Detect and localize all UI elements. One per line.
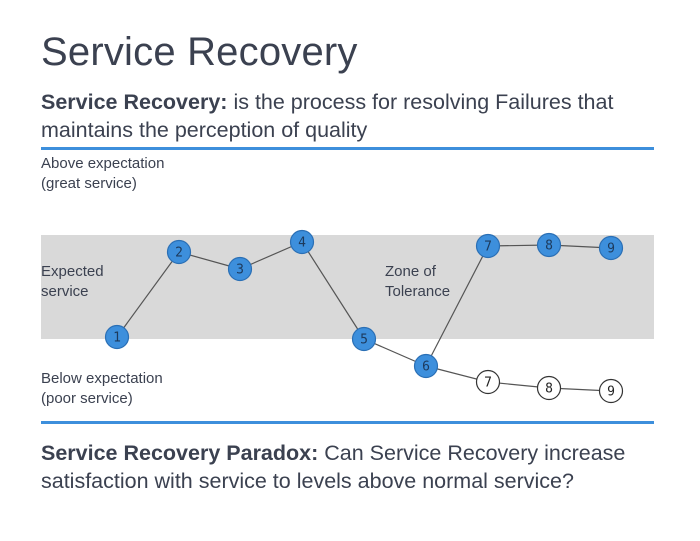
paradox-text: Service Recovery Paradox: Can Service Re… — [41, 439, 681, 495]
filled-path-segment — [301, 241, 365, 340]
zone-label-line2: Tolerance — [385, 283, 451, 300]
outline-node-9: 9 — [598, 378, 624, 404]
filled-node-label: 2 — [175, 246, 183, 261]
below-expectation-label: Below expectation (poor service) — [41, 369, 163, 409]
filled-node-8: 8 — [536, 232, 562, 258]
filled-node-5: 5 — [351, 326, 377, 352]
outline-node-8: 8 — [536, 375, 562, 401]
paradox-body: Can Service Recovery increase satisfacti… — [41, 441, 626, 493]
above-label-line2: (great service) — [41, 175, 137, 192]
expected-label-line1: Expected — [41, 263, 104, 280]
outline-node-label: 7 — [484, 376, 492, 391]
filled-node-label: 4 — [298, 236, 306, 251]
filled-node-1: 1 — [104, 324, 130, 350]
filled-node-9: 9 — [598, 235, 624, 261]
diagram-edges — [116, 241, 612, 392]
filled-node-6: 6 — [413, 353, 439, 379]
diagram-nodes: 7 8 9 1 2 3 4 5 6 7 8 9 — [104, 229, 624, 404]
outline-node-7: 7 — [475, 369, 501, 395]
filled-node-label: 1 — [113, 331, 121, 346]
page-title: Service Recovery — [41, 30, 358, 74]
filled-node-label: 6 — [422, 360, 430, 375]
filled-node-label: 8 — [545, 239, 553, 254]
bottom-divider — [41, 421, 654, 424]
outline-node-label: 8 — [545, 382, 553, 397]
definition-text: Service Recovery: is the process for res… — [41, 88, 661, 144]
paradox-term: Service Recovery Paradox: — [41, 441, 319, 465]
expected-service-label: Expected service — [41, 262, 104, 302]
filled-path-segment — [116, 251, 180, 338]
filled-node-3: 3 — [227, 256, 253, 282]
below-label-line1: Below expectation — [41, 370, 163, 387]
filled-node-label: 7 — [484, 240, 492, 255]
zone-label-line1: Zone of — [385, 263, 436, 280]
expected-label-line2: service — [41, 283, 89, 300]
zone-of-tolerance-label: Zone of Tolerance — [385, 262, 450, 302]
filled-node-7: 7 — [475, 233, 501, 259]
filled-path-segment — [425, 245, 489, 367]
filled-node-label: 3 — [236, 263, 244, 278]
definition-body: is the process for resolving Failures th… — [41, 90, 614, 142]
outline-node-label: 9 — [607, 385, 615, 400]
above-label-line1: Above expectation — [41, 155, 165, 172]
filled-node-label: 9 — [607, 242, 615, 257]
top-divider — [41, 147, 654, 150]
filled-node-label: 5 — [360, 333, 368, 348]
definition-term: Service Recovery: — [41, 90, 228, 114]
above-expectation-label: Above expectation (great service) — [41, 154, 164, 194]
filled-node-4: 4 — [289, 229, 315, 255]
filled-node-2: 2 — [166, 239, 192, 265]
below-label-line2: (poor service) — [41, 390, 133, 407]
